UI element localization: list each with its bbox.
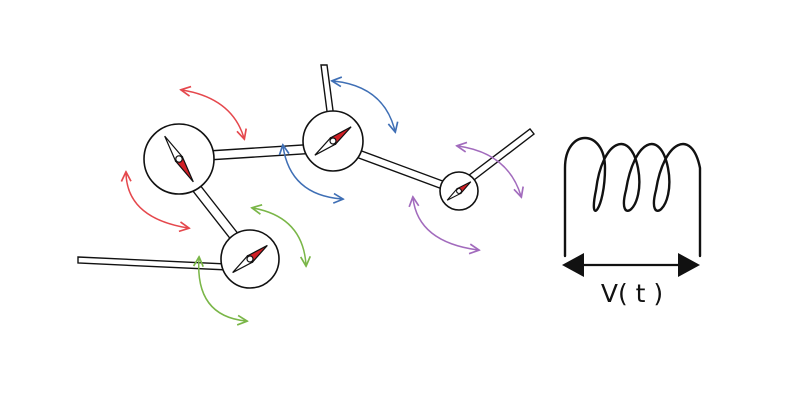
coil-winding (563, 137, 702, 258)
green-arrow-right (253, 208, 306, 265)
green-arrow-bottom (199, 258, 246, 321)
purple-arrow-top (458, 146, 521, 196)
compass-large (143, 123, 215, 195)
blue-arrow-bottom (283, 146, 342, 199)
blue-arrow-top (333, 81, 395, 131)
voltage-arrow (562, 253, 700, 277)
voltage-label: V( t ) (601, 279, 663, 308)
compass-top (302, 110, 364, 172)
red-arrow-top (182, 90, 244, 138)
oscillation-arrows (126, 81, 521, 321)
compass-small (439, 171, 479, 211)
rod-c1-c2 (207, 143, 319, 161)
purple-arrow-bottom (413, 198, 478, 250)
compass-lower (220, 229, 280, 289)
rod-left-lower (77, 256, 229, 271)
coil-icon (563, 137, 702, 258)
red-arrow-left (126, 173, 188, 228)
